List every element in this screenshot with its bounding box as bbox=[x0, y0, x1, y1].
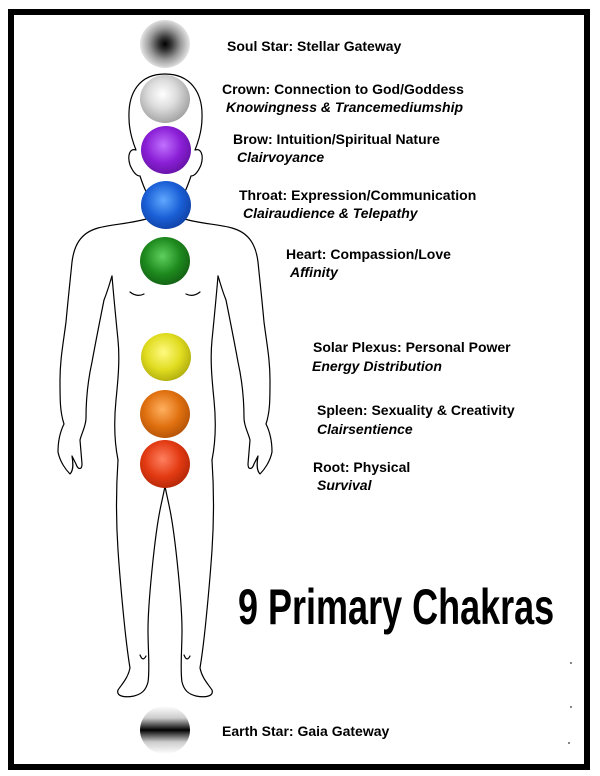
speck bbox=[570, 706, 572, 708]
spleen-label: Spleen: Sexuality & Creativity bbox=[317, 402, 515, 418]
page-border bbox=[8, 9, 590, 770]
earth-star-orb bbox=[140, 706, 190, 754]
throat-label: Throat: Expression/Communication bbox=[239, 187, 477, 203]
solar-plexus-orb bbox=[141, 333, 191, 381]
solar-plexus-sublabel: Energy Distribution bbox=[312, 358, 442, 374]
diagram-title: 9 Primary Chakras bbox=[238, 579, 555, 635]
heart-sublabel: Affinity bbox=[290, 264, 338, 280]
spleen-orb bbox=[140, 390, 190, 438]
brow-orb bbox=[141, 126, 191, 174]
root-sublabel: Survival bbox=[317, 477, 372, 493]
soul-star-label: Soul Star: Stellar Gateway bbox=[227, 38, 402, 54]
crown-sublabel: Knowingness & Trancemediumship bbox=[226, 99, 464, 115]
crown-label: Crown: Connection to God/Goddess bbox=[222, 81, 464, 97]
heart-label: Heart: Compassion/Love bbox=[286, 246, 451, 262]
soul-star-orb bbox=[140, 20, 190, 68]
solar-plexus-label: Solar Plexus: Personal Power bbox=[313, 339, 511, 355]
spleen-sublabel: Clairsentience bbox=[317, 421, 413, 437]
speck bbox=[570, 662, 572, 664]
crown-orb bbox=[140, 75, 190, 123]
root-orb bbox=[140, 440, 190, 488]
throat-sublabel: Clairaudience & Telepathy bbox=[243, 205, 418, 221]
brow-sublabel: Clairvoyance bbox=[237, 149, 325, 165]
speck bbox=[568, 742, 570, 744]
heart-orb bbox=[140, 237, 190, 285]
brow-label: Brow: Intuition/Spiritual Nature bbox=[233, 131, 440, 147]
root-label: Root: Physical bbox=[313, 459, 411, 475]
throat-orb bbox=[141, 181, 191, 229]
earth-star-label: Earth Star: Gaia Gateway bbox=[222, 723, 390, 739]
